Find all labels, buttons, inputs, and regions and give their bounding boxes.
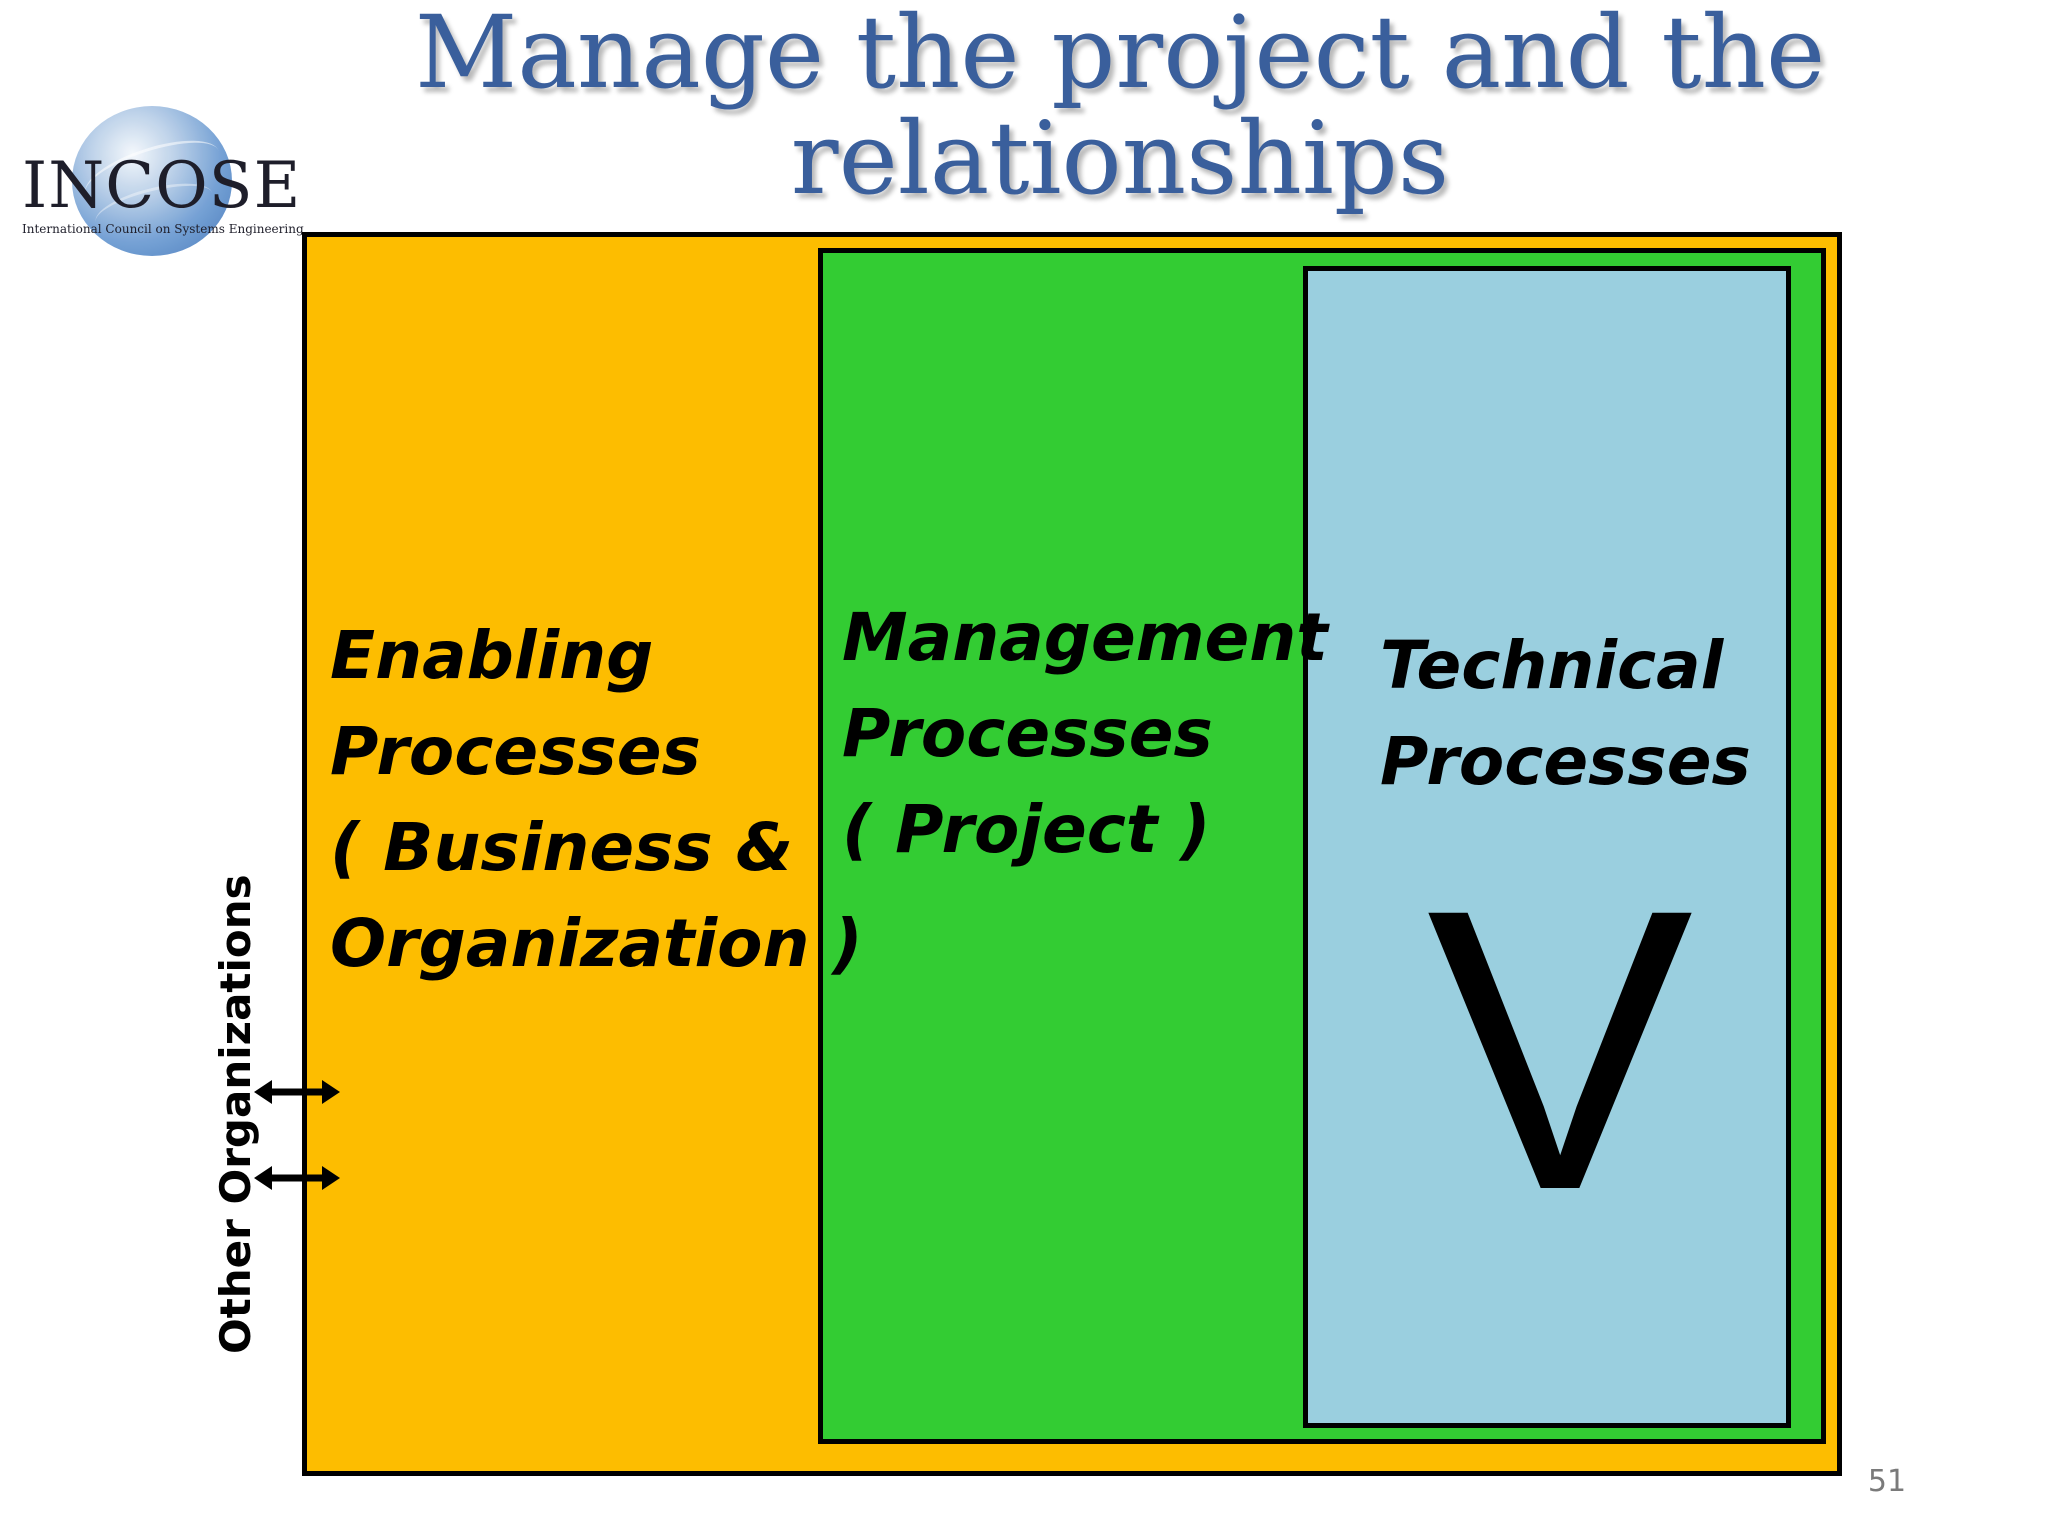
double-arrow-icon (254, 1080, 340, 1104)
label-line: Processes (842, 695, 1213, 772)
label-line: Technical (1380, 627, 1724, 704)
label-line: Management (842, 599, 1328, 676)
label-line: ( Project ) (842, 791, 1211, 868)
incose-logo: INCOSE International Council on Systems … (22, 100, 304, 260)
technical-processes-label: Technical Processes (1380, 618, 1751, 810)
management-processes-label: Management Processes ( Project ) (842, 590, 1328, 878)
globe-icon (72, 106, 232, 256)
label-line: Organization ) (330, 905, 863, 982)
technical-processes-box (1303, 266, 1791, 1428)
bidirectional-arrows (254, 1080, 340, 1190)
label-line: Processes (330, 713, 701, 790)
label-line: ( Business & (330, 809, 794, 886)
slide-title: Manage the project and the relationships (414, 0, 1826, 217)
logo-subtitle: International Council on Systems Enginee… (22, 222, 304, 236)
enabling-processes-label: Enabling Processes ( Business & Organiza… (330, 608, 863, 992)
page-number: 51 (1867, 1464, 1907, 1499)
v-model-symbol: V (1426, 826, 1694, 1273)
label-line: Processes (1380, 723, 1751, 800)
label-line: Enabling (330, 617, 654, 694)
logo-wordmark: INCOSE (22, 149, 302, 223)
double-arrow-icon (254, 1166, 340, 1190)
